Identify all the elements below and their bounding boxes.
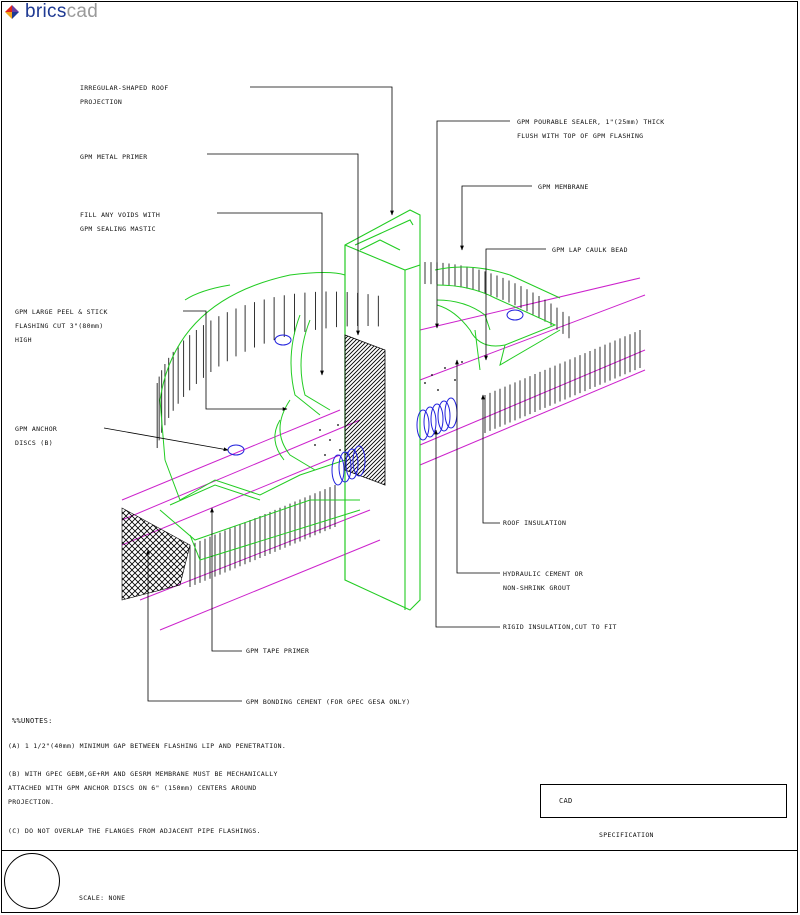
leader-tape-primer — [210, 507, 242, 652]
callout-membrane-line-1: GPM MEMBRANE — [538, 183, 589, 191]
callout-anchor-line-1: GPM ANCHOR — [15, 425, 58, 433]
note-b-line-1: (B) WITH GPEC GEBM,GE+RM AND GESRM MEMBR… — [8, 770, 278, 778]
flashing-arc-hatch — [156, 291, 379, 449]
callout-rigid-line-1: RIGID INSULATION,CUT TO FIT — [503, 623, 617, 631]
callout-roof-insulation-line-1: ROOF INSULATION — [503, 519, 567, 527]
note-c: (C) DO NOT OVERLAP THE FLANGES FROM ADJA… — [8, 827, 261, 835]
roof-deck-right — [419, 277, 646, 466]
callout-pourable-line-1: GPM POURABLE SEALER, 1"(25mm) THICK — [517, 118, 665, 126]
callout-rigid-insulation: RIGID INSULATION,CUT TO FIT — [503, 620, 617, 634]
callout-pourable-line-2: FLUSH WITH TOP OF GPM FLASHING — [517, 132, 644, 140]
callout-bonding-line-1: GPM BONDING CEMENT (FOR GPEC GESA ONLY) — [246, 698, 411, 706]
anchor-disc-3 — [506, 309, 524, 321]
hydraulic-cement-dots — [314, 361, 463, 456]
specification-label: SPECIFICATION — [599, 831, 654, 839]
callout-leaders — [103, 86, 546, 702]
callout-metal-primer: GPM METAL PRIMER — [80, 150, 147, 164]
brand-prefix: brics — [25, 1, 67, 22]
note-a: (A) 1 1/2"(40mm) MINIMUM GAP BETWEEN FLA… — [8, 742, 287, 750]
callout-voids-line-2: GPM SEALING MASTIC — [80, 225, 156, 233]
title-cad-label: CAD — [559, 797, 573, 805]
peel-stick-flashing-left — [159, 272, 361, 561]
concrete-deck-hatch — [121, 507, 191, 601]
callout-lap-caulk: GPM LAP CAULK BEAD — [552, 243, 628, 257]
callout-peel-stick-line-1: GPM LARGE PEEL & STICK — [15, 308, 108, 316]
callout-hydraulic-line-1: HYDRAULIC CEMENT OR — [503, 570, 584, 578]
flashing-arc-hatch-right — [424, 262, 570, 339]
callout-projection: IRREGULAR-SHAPED ROOF PROJECTION — [80, 81, 168, 109]
bricscad-logo: bricscad — [4, 2, 98, 22]
callout-peel-stick-line-2: FLASHING CUT 3"(80mm) — [15, 322, 104, 330]
leader-lap-caulk — [484, 248, 546, 361]
callout-anchor-discs: GPM ANCHOR DISCS (B) — [15, 422, 57, 450]
callout-metal-primer-line-1: GPM METAL PRIMER — [80, 153, 148, 161]
rigid-insulation-coils — [331, 397, 458, 486]
bricscad-wordmark: bricscad — [25, 2, 98, 22]
insulation-edge-hatch-right — [484, 330, 641, 433]
note-b: (B) WITH GPEC GEBM,GE+RM AND GESRM MEMBR… — [8, 767, 278, 809]
callout-voids-line-1: FILL ANY VOIDS WITH — [80, 211, 161, 219]
leader-pourable — [435, 120, 510, 329]
callout-tape-primer-line-1: GPM TAPE PRIMER — [246, 647, 310, 655]
callout-peel-stick: GPM LARGE PEEL & STICK FLASHING CUT 3"(8… — [15, 305, 108, 347]
callout-peel-stick-line-3: HIGH — [15, 336, 32, 344]
notes-heading: %%UNOTES: — [12, 717, 53, 725]
callout-bonding-cement: GPM BONDING CEMENT (FOR GPEC GESA ONLY) — [246, 695, 410, 709]
scale-label: SCALE: NONE — [79, 894, 126, 902]
note-b-line-2: ATTACHED WITH GPM ANCHOR DISCS ON 6" (15… — [8, 784, 257, 792]
title-box: CAD — [540, 784, 787, 818]
leader-roof-insulation — [481, 394, 500, 524]
callout-anchor-line-2: DISCS (B) — [15, 439, 53, 447]
callout-hydraulic-cement: HYDRAULIC CEMENT OR NON-SHRINK GROUT — [503, 567, 583, 595]
anchor-disc-2 — [227, 444, 245, 456]
leader-peel-stick — [183, 310, 288, 411]
peel-stick-flashing-right — [434, 266, 561, 371]
leader-anchor — [103, 427, 229, 452]
brand-suffix: cad — [66, 1, 99, 22]
bricscad-logo-icon — [5, 5, 19, 19]
sealing-mastic-hatch — [344, 334, 386, 486]
leader-rigid — [434, 429, 500, 628]
leader-metal-primer — [207, 153, 360, 336]
anchor-disc-1 — [274, 334, 292, 346]
leader-bonding — [146, 549, 242, 702]
callout-projection-line-1: IRREGULAR-SHAPED ROOF — [80, 84, 169, 92]
note-b-line-3: PROJECTION. — [8, 798, 55, 806]
leader-membrane — [460, 185, 532, 251]
callout-voids: FILL ANY VOIDS WITH GPM SEALING MASTIC — [80, 208, 160, 236]
callout-projection-line-2: PROJECTION — [80, 98, 123, 106]
callout-lap-caulk-line-1: GPM LAP CAULK BEAD — [552, 246, 628, 254]
callout-hydraulic-line-2: NON-SHRINK GROUT — [503, 584, 571, 592]
leader-voids — [217, 212, 324, 376]
leader-projection — [250, 86, 394, 216]
callout-roof-insulation: ROOF INSULATION — [503, 516, 566, 530]
insulation-edge-hatch-left — [189, 485, 336, 587]
callout-tape-primer: GPM TAPE PRIMER — [246, 644, 309, 658]
title-block-divider — [1, 850, 798, 851]
callout-membrane: GPM MEMBRANE — [538, 180, 589, 194]
title-block-circle — [4, 853, 60, 909]
leader-hydraulic — [455, 359, 500, 574]
callout-pourable-sealer: GPM POURABLE SEALER, 1"(25mm) THICK FLUS… — [517, 115, 664, 143]
